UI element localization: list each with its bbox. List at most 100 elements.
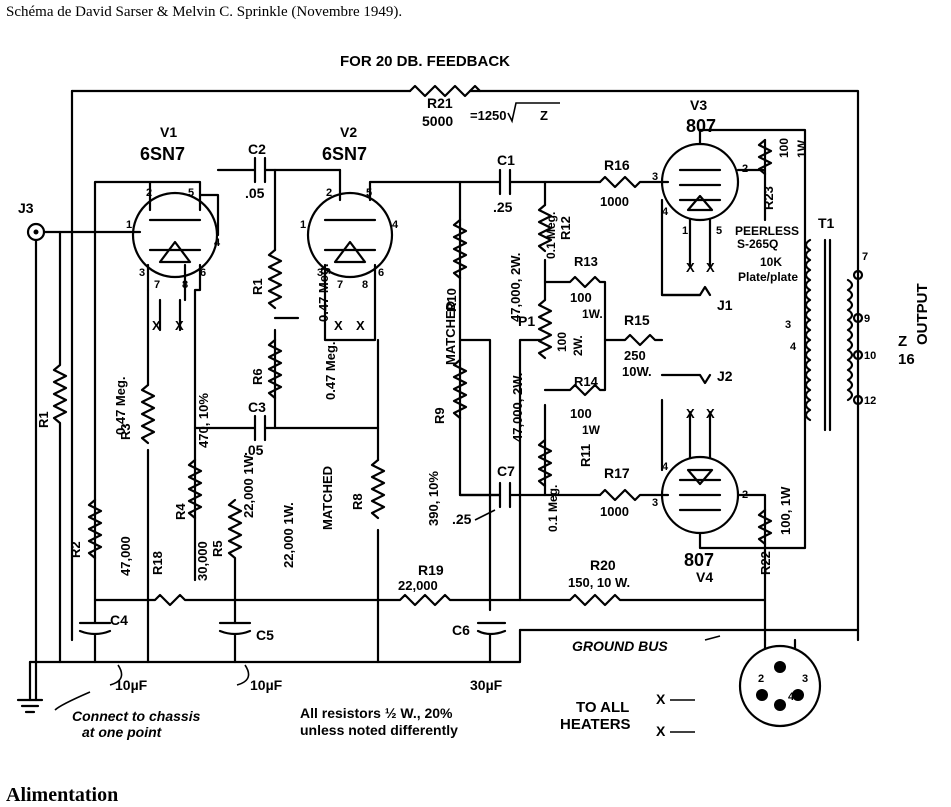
r11-resistor — [537, 438, 553, 488]
r13-value: 100 — [570, 290, 592, 305]
j1-label: J1 — [717, 297, 733, 313]
connector-label-4: 4 — [788, 691, 795, 703]
v4-x-2: X — [706, 406, 715, 421]
heaters-label-2: HEATERS — [560, 716, 631, 733]
r11-value: 0.1 Meg. — [546, 485, 560, 532]
figure-caption: Schéma de David Sarser & Melvin C. Sprin… — [6, 4, 403, 20]
r3-label: R3 — [118, 423, 133, 440]
r15-value: 250 — [624, 348, 646, 363]
c2-label: C2 — [248, 141, 266, 157]
chassis-ground-symbol — [16, 698, 44, 714]
p1-label: P1 — [518, 313, 535, 329]
r16-label: R16 — [604, 157, 630, 173]
r10-label: R10 — [444, 288, 459, 312]
c5-capacitor — [218, 621, 252, 664]
connector-pin-1 — [774, 661, 786, 673]
r18-label: R18 — [150, 551, 165, 575]
c2-value: .05 — [245, 185, 265, 201]
v4-pin-3: 3 — [652, 497, 658, 509]
v4-plate-wire — [660, 398, 807, 550]
v3-pin-4: 4 — [662, 206, 669, 218]
r12-label: R12 — [558, 216, 573, 240]
v3-pin-5: 5 — [716, 225, 722, 237]
r22-label: R22 — [758, 551, 773, 575]
t1-primary — [804, 238, 812, 422]
v1-pin-7: 7 — [154, 279, 160, 291]
r5-resistor — [227, 498, 243, 625]
r1-left-label: R1 — [36, 411, 51, 428]
r13-r14 — [543, 275, 607, 397]
v4-x-1: X — [686, 406, 695, 421]
r21-sqrt: Z — [540, 108, 548, 123]
r21-formula: =1250 — [470, 108, 507, 123]
v4-pin-4: 4 — [662, 461, 669, 473]
r23-watt: 1W. — [795, 137, 809, 158]
v1-pin-4: 4 — [214, 237, 221, 249]
r20-value: 150, 10 W. — [568, 575, 630, 590]
c4-capacitor — [78, 578, 112, 664]
r16-value: 1000 — [600, 194, 629, 209]
r23-resistor — [757, 138, 773, 176]
peerless-3: 10K — [760, 255, 782, 269]
r20-resistor — [488, 593, 767, 642]
v3-pin-3: 3 — [652, 171, 658, 183]
v2-pin-7: 7 — [337, 279, 343, 291]
all-resistors-note-2: unless noted differently — [300, 722, 458, 738]
v1-heater-leads — [146, 263, 187, 332]
v2-pin-2: 2 — [326, 187, 332, 199]
t1-pin-7: 7 — [862, 251, 868, 263]
r17-resistor — [598, 488, 670, 502]
c1-label: C1 — [497, 152, 515, 168]
all-resistors-note-1: All resistors ½ W., 20% — [300, 705, 453, 721]
v4-electrodes — [678, 468, 722, 512]
v1-pin-5: 5 — [188, 187, 194, 199]
v4-heater-leads — [688, 410, 712, 460]
r20-label: R20 — [590, 557, 616, 573]
r3-value: 470, 10% — [196, 393, 211, 448]
matched-1-label: MATCHED — [320, 466, 335, 530]
heater-leads — [670, 699, 695, 733]
v1-label: V1 — [160, 124, 177, 140]
v3-type: 807 — [686, 116, 716, 136]
connector-label-3: 3 — [802, 673, 808, 685]
r22-resistor — [757, 508, 773, 546]
c6-label: C6 — [452, 622, 470, 638]
c5-label: C5 — [256, 627, 274, 643]
feedback-label: FOR 20 DB. FEEDBACK — [340, 53, 510, 70]
v1-pin-2: 2 — [146, 187, 152, 199]
connector-label-2: 2 — [758, 673, 764, 685]
c3-value: .05 — [244, 442, 264, 458]
j3-label: J3 — [18, 200, 34, 216]
v2-tube — [306, 191, 394, 279]
v2-pin-5: 5 — [366, 187, 372, 199]
section-heading: Alimentation — [6, 784, 119, 806]
c1-value: .25 — [493, 199, 513, 215]
peerless-4: Plate/plate — [738, 270, 798, 284]
jack-j1-j2 — [660, 285, 712, 385]
r6-value: 0.47 Meg. — [323, 341, 338, 400]
power-connector — [738, 644, 822, 728]
r21-label: R21 — [427, 95, 453, 111]
annotation-arrows — [54, 509, 721, 711]
v2-type: 6SN7 — [322, 144, 367, 164]
output-label: OUTPUT — [914, 283, 931, 345]
c7-label: C7 — [497, 463, 515, 479]
r9-value: 47,000, 2W. — [510, 373, 525, 442]
r13-watt: 1W. — [582, 307, 603, 321]
r10-value: 47,000, 2W. — [508, 253, 523, 322]
v2-x-1: X — [334, 318, 343, 333]
p1-value: 100 — [555, 332, 569, 352]
v2-x-2: X — [356, 318, 365, 333]
r15-watt: 10W. — [622, 364, 652, 379]
r8-resistor — [370, 458, 386, 520]
r9-resistor — [452, 358, 468, 420]
v3-tube — [660, 142, 740, 222]
v1-pin-1: 1 — [126, 219, 132, 231]
r16-resistor — [598, 175, 670, 189]
r5-value: 22,000 1W. — [281, 502, 296, 568]
r14-watt: 1W — [582, 423, 601, 437]
c7-capacitor — [458, 481, 602, 509]
c3-capacitor — [193, 414, 380, 442]
r21-resistor — [408, 84, 482, 98]
